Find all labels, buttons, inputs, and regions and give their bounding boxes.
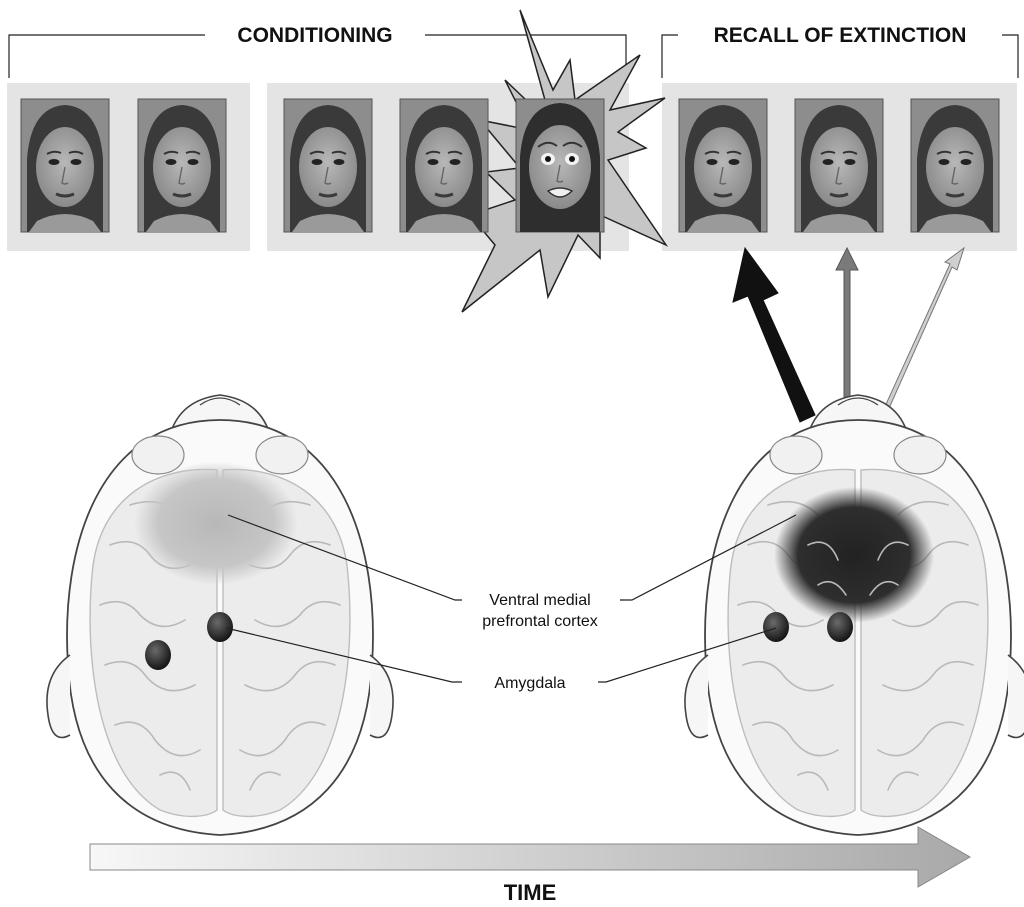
time-arrow xyxy=(90,827,970,887)
vmpfc-left-low xyxy=(134,461,298,585)
face-c5-fearful xyxy=(516,99,604,232)
amygdala-left-1 xyxy=(145,640,171,670)
recall-header: RECALL OF EXTINCTION xyxy=(662,24,1018,78)
recall-arrow-strong xyxy=(733,248,815,422)
face-r1 xyxy=(679,99,767,232)
face-r2 xyxy=(795,99,883,232)
vmpfc-label-line2: prefrontal cortex xyxy=(482,613,598,630)
vmpfc-right-high xyxy=(774,487,934,623)
brain-right xyxy=(685,395,1024,835)
brain-left xyxy=(47,395,393,835)
face-c2 xyxy=(138,99,226,232)
amygdala-label: Amygdala xyxy=(494,675,565,692)
face-r3 xyxy=(911,99,999,232)
vmpfc-label-line1: Ventral medial xyxy=(489,592,590,609)
amygdala-left-2 xyxy=(207,612,233,642)
face-c4 xyxy=(400,99,488,232)
recall-arrow-weak xyxy=(882,248,964,415)
face-c3 xyxy=(284,99,372,232)
face-c1 xyxy=(21,99,109,232)
time-label: TIME xyxy=(504,880,557,905)
recall-title: RECALL OF EXTINCTION xyxy=(714,24,967,47)
amygdala-right-2 xyxy=(827,612,853,642)
recall-arrow-medium xyxy=(836,248,858,415)
conditioning-title: CONDITIONING xyxy=(237,24,392,47)
amygdala-right-1 xyxy=(763,612,789,642)
